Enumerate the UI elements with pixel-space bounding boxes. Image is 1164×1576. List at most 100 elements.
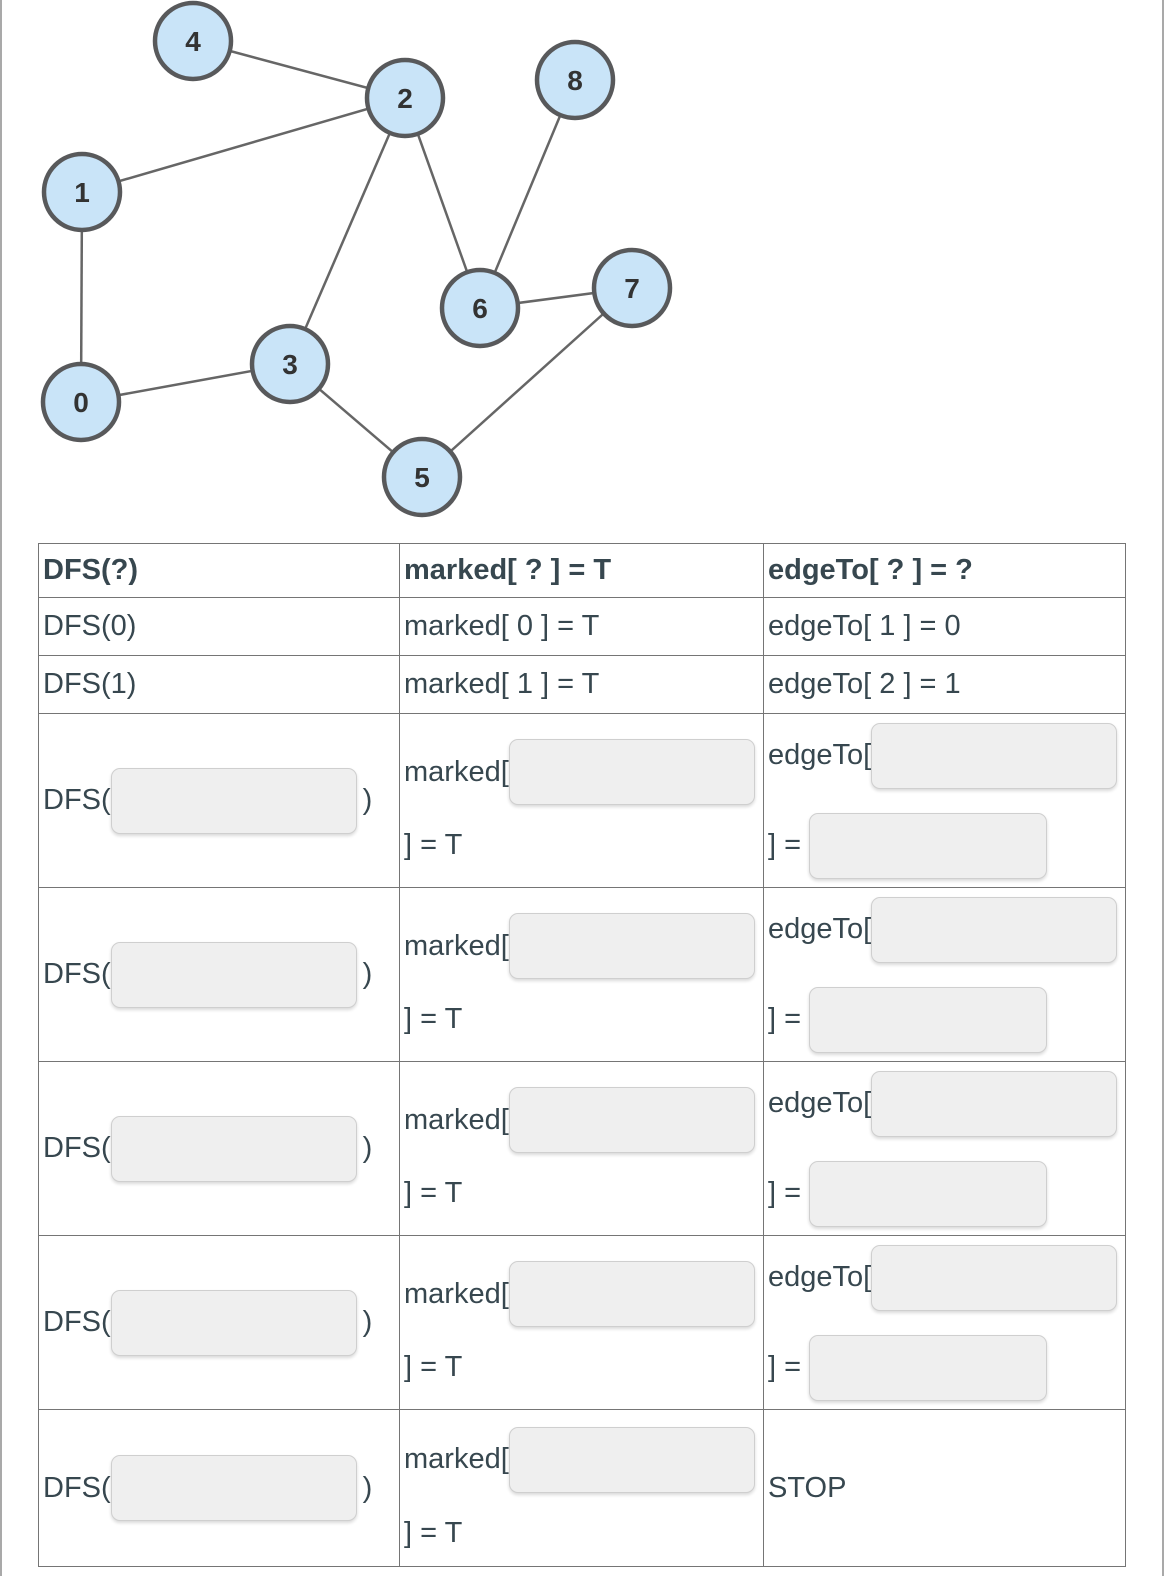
edgeto-mid-label: ] = xyxy=(768,1003,802,1035)
marked-index-input-4[interactable] xyxy=(508,1261,755,1327)
edgeto-prefix-label: edgeTo[ xyxy=(768,1087,872,1119)
graph-node-label-5: 5 xyxy=(414,462,430,493)
edgeto-value-input-2[interactable] xyxy=(809,986,1048,1053)
table-row-dfs1: DFS(1) marked[ 1 ] = T edgeTo[ 2 ] = 1 xyxy=(38,655,1126,714)
graph-node-label-4: 4 xyxy=(185,26,201,57)
dfs-prefix-label: DFS( xyxy=(43,958,111,990)
table-row-blank-3: DFS( ) marked[ ] = T xyxy=(38,1061,1126,1236)
graph-edge-5-7 xyxy=(421,287,633,478)
dfs-arg-input-3[interactable] xyxy=(110,1115,357,1182)
graph-node-3 xyxy=(249,323,331,405)
table-row-blank-1: DFS( ) marked[ ] = T xyxy=(38,713,1126,888)
marked-index-input-1[interactable] xyxy=(508,739,755,805)
graph-node-2 xyxy=(364,57,446,139)
marked-prefix-label: marked[ xyxy=(404,1103,509,1136)
marked-prefix-label: marked[ xyxy=(404,755,509,788)
graph-edge-8-6 xyxy=(478,79,577,309)
dfs-prefix-label: DFS( xyxy=(43,1132,111,1164)
marked-index-input-3[interactable] xyxy=(508,1087,755,1153)
marked-cell: marked[ ] = T xyxy=(399,1409,764,1567)
edgeto-prefix-label: edgeTo[ xyxy=(768,913,872,945)
marked-prefix-label: marked[ xyxy=(404,1277,509,1310)
table-row-blank-5: DFS( ) marked[ ] = T xyxy=(38,1409,1126,1567)
graph-node-label-3: 3 xyxy=(282,349,298,380)
dfs-trace-table: DFS(?) marked[ ? ] = T edgeTo[ ? ] = ? D… xyxy=(38,543,1126,1567)
edgeto-cell: edgeTo[ ] = xyxy=(763,887,1126,1062)
table-header-row: DFS(?) marked[ ? ] = T edgeTo[ ? ] = ? xyxy=(38,543,1126,598)
dfs-arg-input-5[interactable] xyxy=(110,1455,357,1521)
table-row-dfs0: DFS(0) marked[ 0 ] = T edgeTo[ 1 ] = 0 xyxy=(38,597,1126,656)
edgeto-cell: edgeTo[ ] = xyxy=(763,1061,1126,1236)
graph-panel: 0 1 2 3 4 5 6 7 8 xyxy=(2,0,702,535)
marked-suffix-label: ] = T xyxy=(404,1177,463,1209)
marked-cell: marked[ ] = T xyxy=(399,887,764,1062)
dfs-call-cell: DFS( ) xyxy=(38,713,400,888)
marked-cell: marked[ ] = T xyxy=(399,713,764,888)
dfs-suffix-label: ) xyxy=(362,1306,373,1338)
graph-node-label-8: 8 xyxy=(567,65,583,96)
dfs-call-cell: DFS( ) xyxy=(38,887,400,1062)
marked-cell: marked[ 0 ] = T xyxy=(399,597,764,656)
graph-node-1 xyxy=(41,151,123,233)
edgeto-value-input-1[interactable] xyxy=(809,812,1048,879)
header-marked: marked[ ? ] = T xyxy=(399,543,764,598)
dfs-call-cell: DFS(0) xyxy=(38,597,400,656)
marked-cell: marked[ 1 ] = T xyxy=(399,655,764,714)
graph-edge-1-2 xyxy=(81,96,406,194)
marked-suffix-label: ] = T xyxy=(404,1351,463,1383)
graph-node-4 xyxy=(152,0,234,82)
edgeto-prefix-label: edgeTo[ xyxy=(768,739,872,771)
edgeto-cell: edgeTo[ ] = xyxy=(763,1235,1126,1410)
graph-node-label-2: 2 xyxy=(397,83,413,114)
dfs-prefix-label: DFS( xyxy=(43,1306,111,1338)
graph-node-6 xyxy=(439,267,521,349)
graph-node-label-1: 1 xyxy=(74,177,90,208)
graph-node-7 xyxy=(591,247,673,329)
marked-suffix-label: ] = T xyxy=(404,829,463,861)
marked-suffix-label: ] = T xyxy=(404,1003,463,1035)
graph-node-label-0: 0 xyxy=(73,387,89,418)
edgeto-mid-label: ] = xyxy=(768,829,802,861)
dfs-call-cell: DFS( ) xyxy=(38,1235,400,1410)
dfs-call-cell: DFS( ) xyxy=(38,1409,400,1567)
edgeto-mid-label: ] = xyxy=(768,1177,802,1209)
dfs-prefix-label: DFS( xyxy=(43,1471,111,1504)
graph-node-8 xyxy=(534,39,616,121)
edgeto-index-input-3[interactable] xyxy=(871,1070,1118,1137)
stop-label: STOP xyxy=(768,1471,847,1504)
dfs-arg-input-2[interactable] xyxy=(110,941,357,1008)
edgeto-prefix-label: edgeTo[ xyxy=(768,1261,872,1293)
graph-edge-2-3 xyxy=(288,97,407,365)
stop-cell: STOP xyxy=(763,1409,1126,1567)
dfs-suffix-label: ) xyxy=(362,1471,373,1504)
edgeto-index-input-4[interactable] xyxy=(871,1244,1118,1311)
edgeto-index-input-2[interactable] xyxy=(871,896,1118,963)
graph-canvas: 0 1 2 3 4 5 6 7 8 xyxy=(40,0,673,518)
marked-index-input-2[interactable] xyxy=(508,913,755,979)
marked-prefix-label: marked[ xyxy=(404,929,509,962)
graph-node-label-7: 7 xyxy=(624,273,640,304)
dfs-prefix-label: DFS( xyxy=(43,784,111,816)
edgeto-mid-label: ] = xyxy=(768,1351,802,1383)
dfs-suffix-label: ) xyxy=(362,784,373,816)
graph-node-0 xyxy=(40,361,122,443)
header-dfs: DFS(?) xyxy=(38,543,400,598)
marked-cell: marked[ ] = T xyxy=(399,1235,764,1410)
edgeto-cell: edgeTo[ ] = xyxy=(763,713,1126,888)
marked-index-input-5[interactable] xyxy=(508,1426,755,1493)
dfs-arg-input-1[interactable] xyxy=(110,767,357,834)
table-row-blank-2: DFS( ) marked[ ] = T xyxy=(38,887,1126,1062)
dfs-call-cell: DFS(1) xyxy=(38,655,400,714)
edgeto-cell: edgeTo[ 1 ] = 0 xyxy=(763,597,1126,656)
edgeto-value-input-4[interactable] xyxy=(809,1334,1048,1401)
edgeto-cell: edgeTo[ 2 ] = 1 xyxy=(763,655,1126,714)
edgeto-value-input-3[interactable] xyxy=(809,1160,1048,1227)
graph-node-label-6: 6 xyxy=(472,293,488,324)
marked-cell: marked[ ] = T xyxy=(399,1061,764,1236)
marked-prefix-label: marked[ xyxy=(404,1443,509,1475)
edgeto-index-input-1[interactable] xyxy=(871,722,1118,789)
dfs-suffix-label: ) xyxy=(362,958,373,990)
dfs-arg-input-4[interactable] xyxy=(110,1289,357,1356)
table-row-blank-4: DFS( ) marked[ ] = T xyxy=(38,1235,1126,1410)
